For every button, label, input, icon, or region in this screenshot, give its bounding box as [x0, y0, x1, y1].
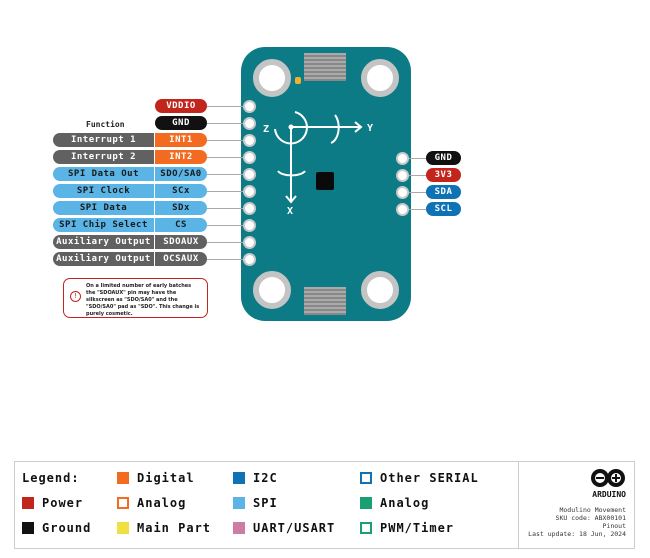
function-header: Function — [86, 120, 125, 129]
arduino-logo-icon — [590, 468, 626, 488]
pin-header[interactable] — [396, 152, 409, 165]
legend-label: Digital — [137, 471, 195, 485]
led — [295, 77, 301, 84]
pin-label: GND — [426, 151, 461, 165]
mounting-hole — [253, 271, 291, 309]
legend-label: PWM/Timer — [380, 521, 455, 535]
pin-header[interactable] — [243, 253, 256, 266]
legend-label: UART/USART — [253, 521, 336, 535]
legend-title: Legend: — [22, 471, 80, 485]
mounting-hole — [361, 271, 399, 309]
pin-label: SDO/SA0 — [155, 167, 207, 181]
function-label: Auxiliary Output — [53, 252, 154, 266]
axes-icon: Z Y X — [263, 111, 373, 217]
pin-label: VDDIO — [155, 99, 207, 113]
legend-label: Power — [42, 496, 84, 510]
legend-label: Main Part — [137, 521, 212, 535]
qwiic-connector-bottom — [304, 287, 346, 315]
pin-label: SDx — [155, 201, 207, 215]
pin-header[interactable] — [243, 117, 256, 130]
legend-label: I2C — [253, 471, 278, 485]
legend-label: Analog — [137, 496, 187, 510]
pin-header[interactable] — [396, 203, 409, 216]
product-name: Modulino Movement — [559, 506, 626, 514]
legend-swatch — [360, 522, 372, 534]
pin-header[interactable] — [243, 100, 256, 113]
pin-label: INT1 — [155, 133, 207, 147]
pin-label: INT2 — [155, 150, 207, 164]
brand-name: ARDUINO — [592, 490, 626, 499]
pin-label: GND — [155, 116, 207, 130]
legend-swatch — [22, 497, 34, 509]
warning-icon: ! — [70, 291, 81, 302]
mounting-hole — [361, 59, 399, 97]
mounting-hole — [253, 59, 291, 97]
pin-label: CS — [155, 218, 207, 232]
pin-label: SDOAUX — [155, 235, 207, 249]
legend-swatch — [233, 497, 245, 509]
doc-type: Pinout — [602, 522, 626, 530]
legend-swatch — [360, 472, 372, 484]
pin-label: SCL — [426, 202, 461, 216]
legend-swatch — [117, 522, 129, 534]
legend-swatch — [22, 522, 34, 534]
function-label: Interrupt 2 — [53, 150, 154, 164]
pin-header[interactable] — [243, 202, 256, 215]
function-label: SPI Data Out — [53, 167, 154, 181]
pin-header[interactable] — [243, 151, 256, 164]
y-axis-label: Y — [367, 123, 373, 134]
qwiic-connector-top — [304, 53, 346, 81]
legend-label: SPI — [253, 496, 278, 510]
imu-chip — [316, 172, 334, 190]
function-label: SPI Chip Select — [53, 218, 154, 232]
note-box: ! On a limited number of early batches t… — [63, 278, 208, 318]
legend-swatch — [233, 522, 245, 534]
last-update: Last update: 18 Jun, 2024 — [528, 530, 626, 538]
x-axis-label: X — [287, 206, 293, 217]
function-label: Interrupt 1 — [53, 133, 154, 147]
pin-label: 3V3 — [426, 168, 461, 182]
function-label: SPI Clock — [53, 184, 154, 198]
pin-label: SCx — [155, 184, 207, 198]
legend-label: Ground — [42, 521, 92, 535]
sku-code: SKU code: ABX00101 — [555, 514, 626, 522]
pin-header[interactable] — [243, 236, 256, 249]
legend-label: Other SERIAL — [380, 471, 479, 485]
pin-header[interactable] — [243, 185, 256, 198]
function-label: Auxiliary Output — [53, 235, 154, 249]
legend-swatch — [117, 497, 129, 509]
pin-header[interactable] — [243, 219, 256, 232]
pin-header[interactable] — [243, 134, 256, 147]
pin-label: OCSAUX — [155, 252, 207, 266]
note-text: On a limited number of early batches the… — [86, 283, 200, 317]
function-label: SPI Data — [53, 201, 154, 215]
legend-swatch — [360, 497, 372, 509]
pin-label: SDA — [426, 185, 461, 199]
pin-header[interactable] — [243, 168, 256, 181]
legend-swatch — [233, 472, 245, 484]
legend-label: Analog — [380, 496, 430, 510]
pin-header[interactable] — [396, 186, 409, 199]
pin-header[interactable] — [396, 169, 409, 182]
z-axis-label: Z — [263, 124, 269, 135]
legend-swatch — [117, 472, 129, 484]
board: Z Y X — [241, 47, 411, 321]
